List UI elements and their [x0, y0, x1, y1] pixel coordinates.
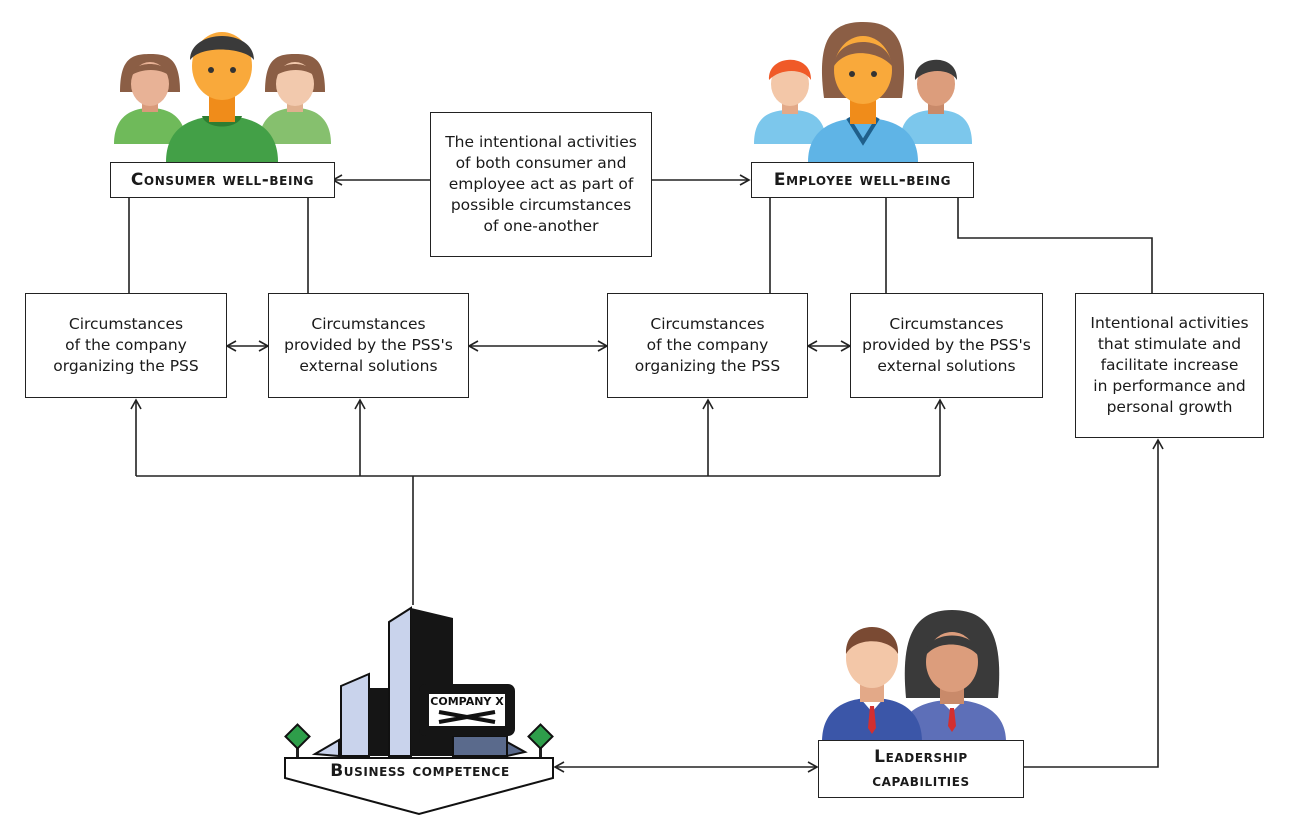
- circumstances-company-box-2: Circumstances of the company organizing …: [607, 293, 808, 398]
- company-logo-text: COMPANY X: [430, 695, 504, 708]
- leadership-capabilities-title: Leadership capabilities: [818, 740, 1024, 798]
- center-note-box: The intentional activities of both consu…: [430, 112, 652, 257]
- tree-icon: [284, 723, 554, 758]
- leaders-icon: [822, 610, 1006, 742]
- consumer-wellbeing-title: Consumer well-being: [110, 162, 335, 198]
- circumstances-external-box-1: Circumstances provided by the PSS's exte…: [268, 293, 469, 398]
- company-building-icon: COMPANY X: [284, 606, 554, 816]
- intentional-activities-box: Intentional activities that stimulate an…: [1075, 293, 1264, 438]
- circumstances-external-box-2: Circumstances provided by the PSS's exte…: [850, 293, 1043, 398]
- business-competence-label: Business competence: [330, 761, 510, 781]
- circumstances-company-box-1: Circumstances of the company organizing …: [25, 293, 227, 398]
- consumer-group-icon: [114, 32, 331, 162]
- employee-group-icon: [754, 22, 972, 162]
- employee-wellbeing-title: Employee well-being: [751, 162, 974, 198]
